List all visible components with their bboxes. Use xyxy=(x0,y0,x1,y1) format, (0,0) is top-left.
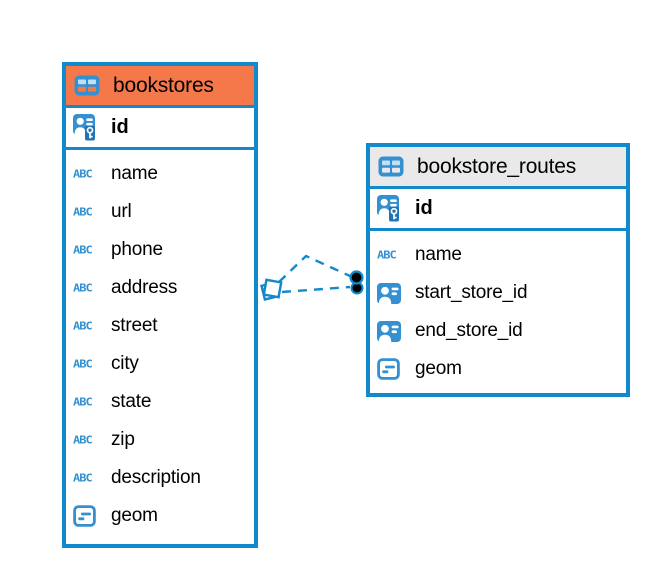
column-name: geom xyxy=(415,358,462,379)
text-type-icon: ABC xyxy=(73,433,103,447)
geometry-type-icon xyxy=(73,505,103,527)
text-type-icon: ABC xyxy=(73,319,103,333)
column-row[interactable]: end_store_id xyxy=(370,312,626,350)
relationship-line-2[interactable] xyxy=(281,285,351,294)
text-type-icon: ABC xyxy=(73,167,103,181)
column-row[interactable]: geom xyxy=(370,350,626,388)
column-row[interactable]: ABC name xyxy=(66,155,254,193)
column-name: end_store_id xyxy=(415,320,523,341)
table-icon xyxy=(74,75,104,96)
text-type-icon: ABC xyxy=(73,205,103,219)
geometry-type-icon xyxy=(377,358,407,380)
text-type-icon: ABC xyxy=(73,281,103,295)
text-type-glyph: ABC xyxy=(73,167,93,181)
primary-key-icon xyxy=(377,195,407,222)
foreign-key-icon xyxy=(377,282,407,304)
column-row[interactable]: ABC phone xyxy=(66,231,254,269)
text-type-icon: ABC xyxy=(73,357,103,371)
column-name: url xyxy=(111,201,132,222)
column-row[interactable]: start_store_id xyxy=(370,274,626,312)
text-type-glyph: ABC xyxy=(73,471,93,485)
text-type-glyph: ABC xyxy=(73,395,93,409)
column-name: name xyxy=(111,163,158,184)
text-type-icon: ABC xyxy=(377,248,407,262)
primary-key-row[interactable]: id xyxy=(370,189,626,231)
column-name: address xyxy=(111,277,178,298)
relationship-line-1[interactable] xyxy=(278,254,351,283)
relationship-target-marker[interactable] xyxy=(349,270,364,295)
column-row[interactable]: geom xyxy=(66,497,254,535)
column-row[interactable]: ABC zip xyxy=(66,421,254,459)
foreign-key-icon xyxy=(377,320,407,342)
table-title: bookstore_routes xyxy=(417,154,577,178)
relationship-source-marker[interactable] xyxy=(260,278,283,301)
column-row[interactable]: ABC street xyxy=(66,307,254,345)
primary-key-icon xyxy=(73,114,103,141)
column-name: zip xyxy=(111,429,135,450)
column-row[interactable]: ABC description xyxy=(66,459,254,497)
column-name: geom xyxy=(111,505,158,526)
column-name: description xyxy=(111,467,201,488)
primary-key-name: id xyxy=(415,197,433,219)
column-name: city xyxy=(111,353,139,374)
text-type-glyph: ABC xyxy=(73,319,93,333)
table-header[interactable]: bookstores xyxy=(66,66,254,108)
table-icon xyxy=(378,156,408,177)
column-row[interactable]: ABC city xyxy=(66,345,254,383)
column-name: start_store_id xyxy=(415,282,528,303)
text-type-glyph: ABC xyxy=(73,433,93,447)
column-row[interactable]: ABC state xyxy=(66,383,254,421)
text-type-glyph: ABC xyxy=(73,243,93,257)
column-name: phone xyxy=(111,239,163,260)
text-type-icon: ABC xyxy=(73,471,103,485)
column-row[interactable]: ABC url xyxy=(66,193,254,231)
table-header[interactable]: bookstore_routes xyxy=(370,147,626,189)
primary-key-row[interactable]: id xyxy=(66,108,254,150)
column-row[interactable]: ABC address xyxy=(66,269,254,307)
column-name: state xyxy=(111,391,152,412)
text-type-glyph: ABC xyxy=(73,205,93,219)
column-row[interactable]: ABC name xyxy=(370,236,626,274)
text-type-glyph: ABC xyxy=(73,357,93,371)
text-type-glyph: ABC xyxy=(377,248,397,262)
column-name: name xyxy=(415,244,462,265)
text-type-icon: ABC xyxy=(73,395,103,409)
table-title: bookstores xyxy=(113,73,214,97)
primary-key-name: id xyxy=(111,116,129,138)
text-type-icon: ABC xyxy=(73,243,103,257)
column-name: street xyxy=(111,315,158,336)
text-type-glyph: ABC xyxy=(73,281,93,295)
